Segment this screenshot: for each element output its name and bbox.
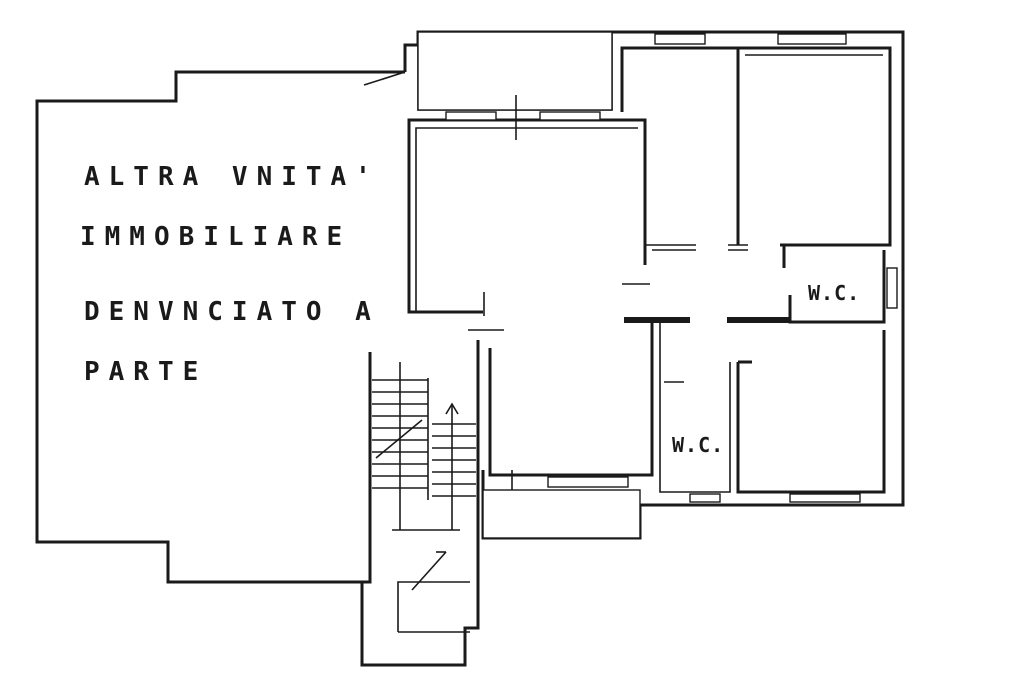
lower-rooms-walls <box>488 283 886 503</box>
staircase <box>360 340 480 667</box>
bottom-balcony <box>482 489 641 539</box>
adjacent-unit-outline <box>35 70 406 584</box>
living-room-walls <box>407 95 647 331</box>
wc-upper-walls <box>727 245 898 324</box>
label-line-4: PARTE <box>84 357 207 387</box>
label-line-1: ALTRA VNITA' <box>84 162 380 192</box>
wc-lower-label: W.C. <box>672 433 724 457</box>
top-windows <box>445 33 847 121</box>
adjacent-unit-label: ALTRA VNITA' IMMOBILIARE DENVNCIATO A PA… <box>80 162 380 387</box>
upper-rooms-walls <box>620 46 892 251</box>
label-line-3: DENVNCIATO A <box>84 297 380 327</box>
wc-upper-label: W.C. <box>808 281 860 305</box>
label-line-2: IMMOBILIARE <box>80 222 351 252</box>
